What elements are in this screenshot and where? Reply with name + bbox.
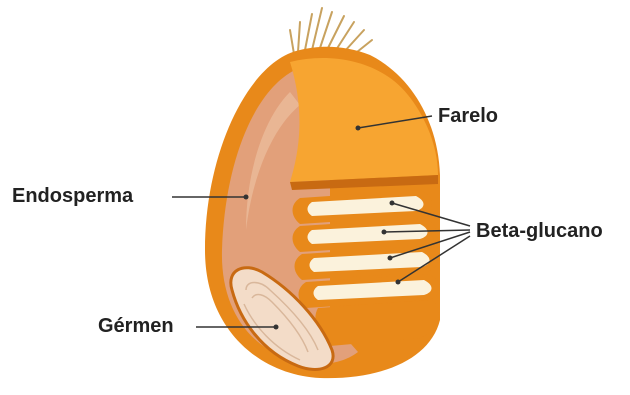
label-endosperma: Endosperma (12, 186, 133, 206)
farelo-cap (290, 58, 438, 182)
label-beta-glucano: Beta-glucano (476, 221, 603, 241)
label-farelo: Farelo (438, 106, 498, 126)
label-germen: Gérmen (98, 316, 174, 336)
